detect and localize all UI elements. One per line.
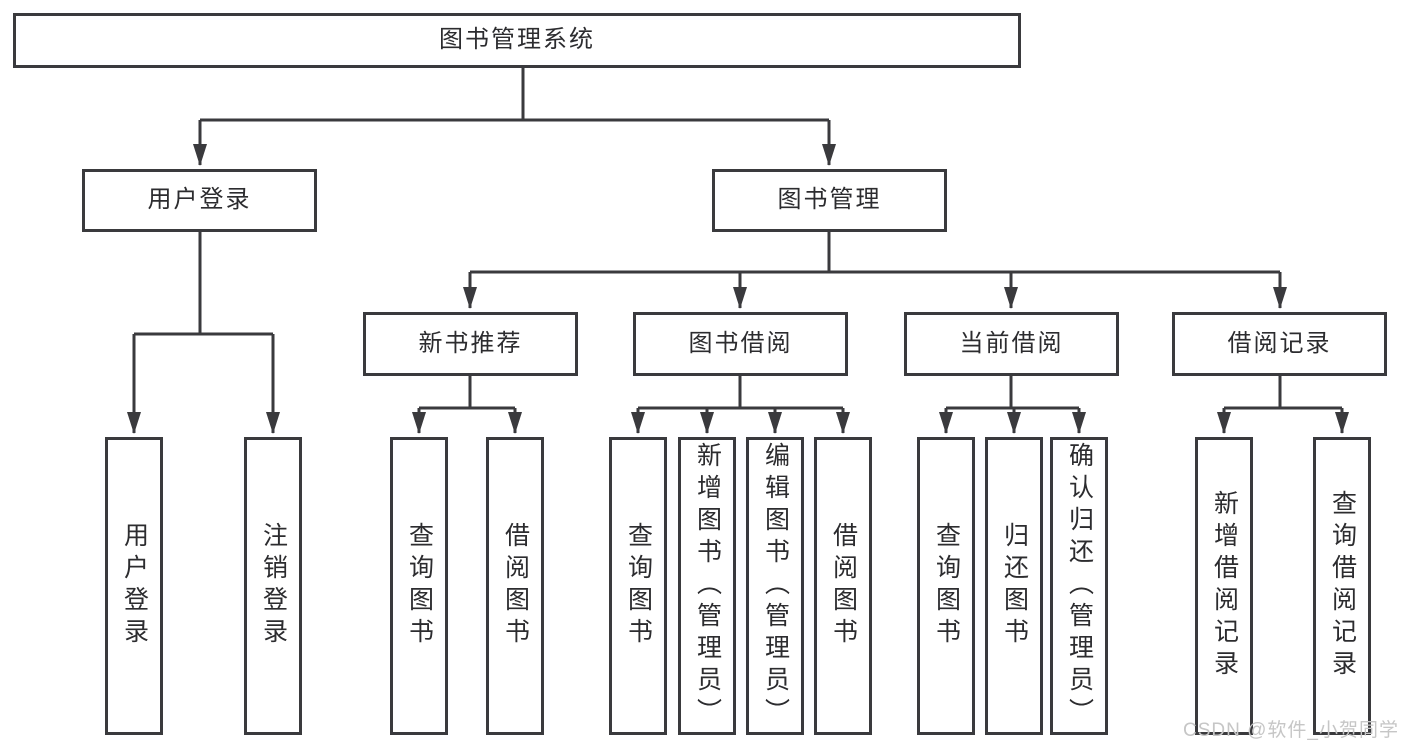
leaf-edit-book-admin-label: 编辑图书（管理员） <box>761 442 790 730</box>
leaf-query-books-borrow-label: 查询图书 <box>624 522 653 650</box>
leaf-query-books-recommend: 查询图书 <box>390 437 448 735</box>
watermark: CSDN @软件_小贺同学 <box>1183 720 1399 741</box>
leaf-query-books-recommend-label: 查询图书 <box>405 522 434 650</box>
leaf-return-book-label: 归还图书 <box>1000 522 1029 650</box>
node-borrow-records-label: 借阅记录 <box>1227 329 1332 357</box>
leaf-logout-label: 注销登录 <box>259 522 288 650</box>
node-new-book-recommend: 新书推荐 <box>363 312 578 376</box>
node-book-borrow: 图书借阅 <box>633 312 848 376</box>
connector-segments <box>134 68 1342 410</box>
node-current-borrow-label: 当前借阅 <box>959 329 1064 357</box>
leaf-user-login-label: 用户登录 <box>120 522 149 650</box>
leaf-logout: 注销登录 <box>244 437 302 735</box>
leaf-user-login: 用户登录 <box>105 437 163 735</box>
leaf-query-borrow-record-label: 查询借阅记录 <box>1328 490 1357 682</box>
node-new-book-recommend-label: 新书推荐 <box>418 329 523 357</box>
node-root-label: 图书管理系统 <box>439 26 595 54</box>
leaf-borrow-books-recommend-label: 借阅图书 <box>501 522 530 650</box>
leaf-add-borrow-record: 新增借阅记录 <box>1195 437 1253 735</box>
leaf-borrow-books-borrow: 借阅图书 <box>814 437 872 735</box>
leaf-edit-book-admin: 编辑图书（管理员） <box>746 437 804 735</box>
node-book-management: 图书管理 <box>712 169 947 232</box>
node-book-management-label: 图书管理 <box>777 186 882 214</box>
node-user-login: 用户登录 <box>82 169 317 232</box>
leaf-query-books-current: 查询图书 <box>917 437 975 735</box>
node-user-login-label: 用户登录 <box>147 186 252 214</box>
leaf-borrow-books-recommend: 借阅图书 <box>486 437 544 735</box>
leaf-return-book: 归还图书 <box>985 437 1043 735</box>
node-borrow-records: 借阅记录 <box>1172 312 1387 376</box>
leaf-query-borrow-record: 查询借阅记录 <box>1313 437 1371 735</box>
node-current-borrow: 当前借阅 <box>904 312 1119 376</box>
leaf-add-borrow-record-label: 新增借阅记录 <box>1210 490 1239 682</box>
leaf-confirm-return-admin-label: 确认归还（管理员） <box>1065 442 1094 730</box>
node-root: 图书管理系统 <box>13 13 1021 68</box>
leaf-query-books-borrow: 查询图书 <box>609 437 667 735</box>
node-book-borrow-label: 图书借阅 <box>688 329 793 357</box>
leaf-add-book-admin-label: 新增图书（管理员） <box>693 442 722 730</box>
leaf-add-book-admin: 新增图书（管理员） <box>678 437 736 735</box>
leaf-borrow-books-borrow-label: 借阅图书 <box>829 522 858 650</box>
leaf-confirm-return-admin: 确认归还（管理员） <box>1050 437 1108 735</box>
leaf-query-books-current-label: 查询图书 <box>932 522 961 650</box>
